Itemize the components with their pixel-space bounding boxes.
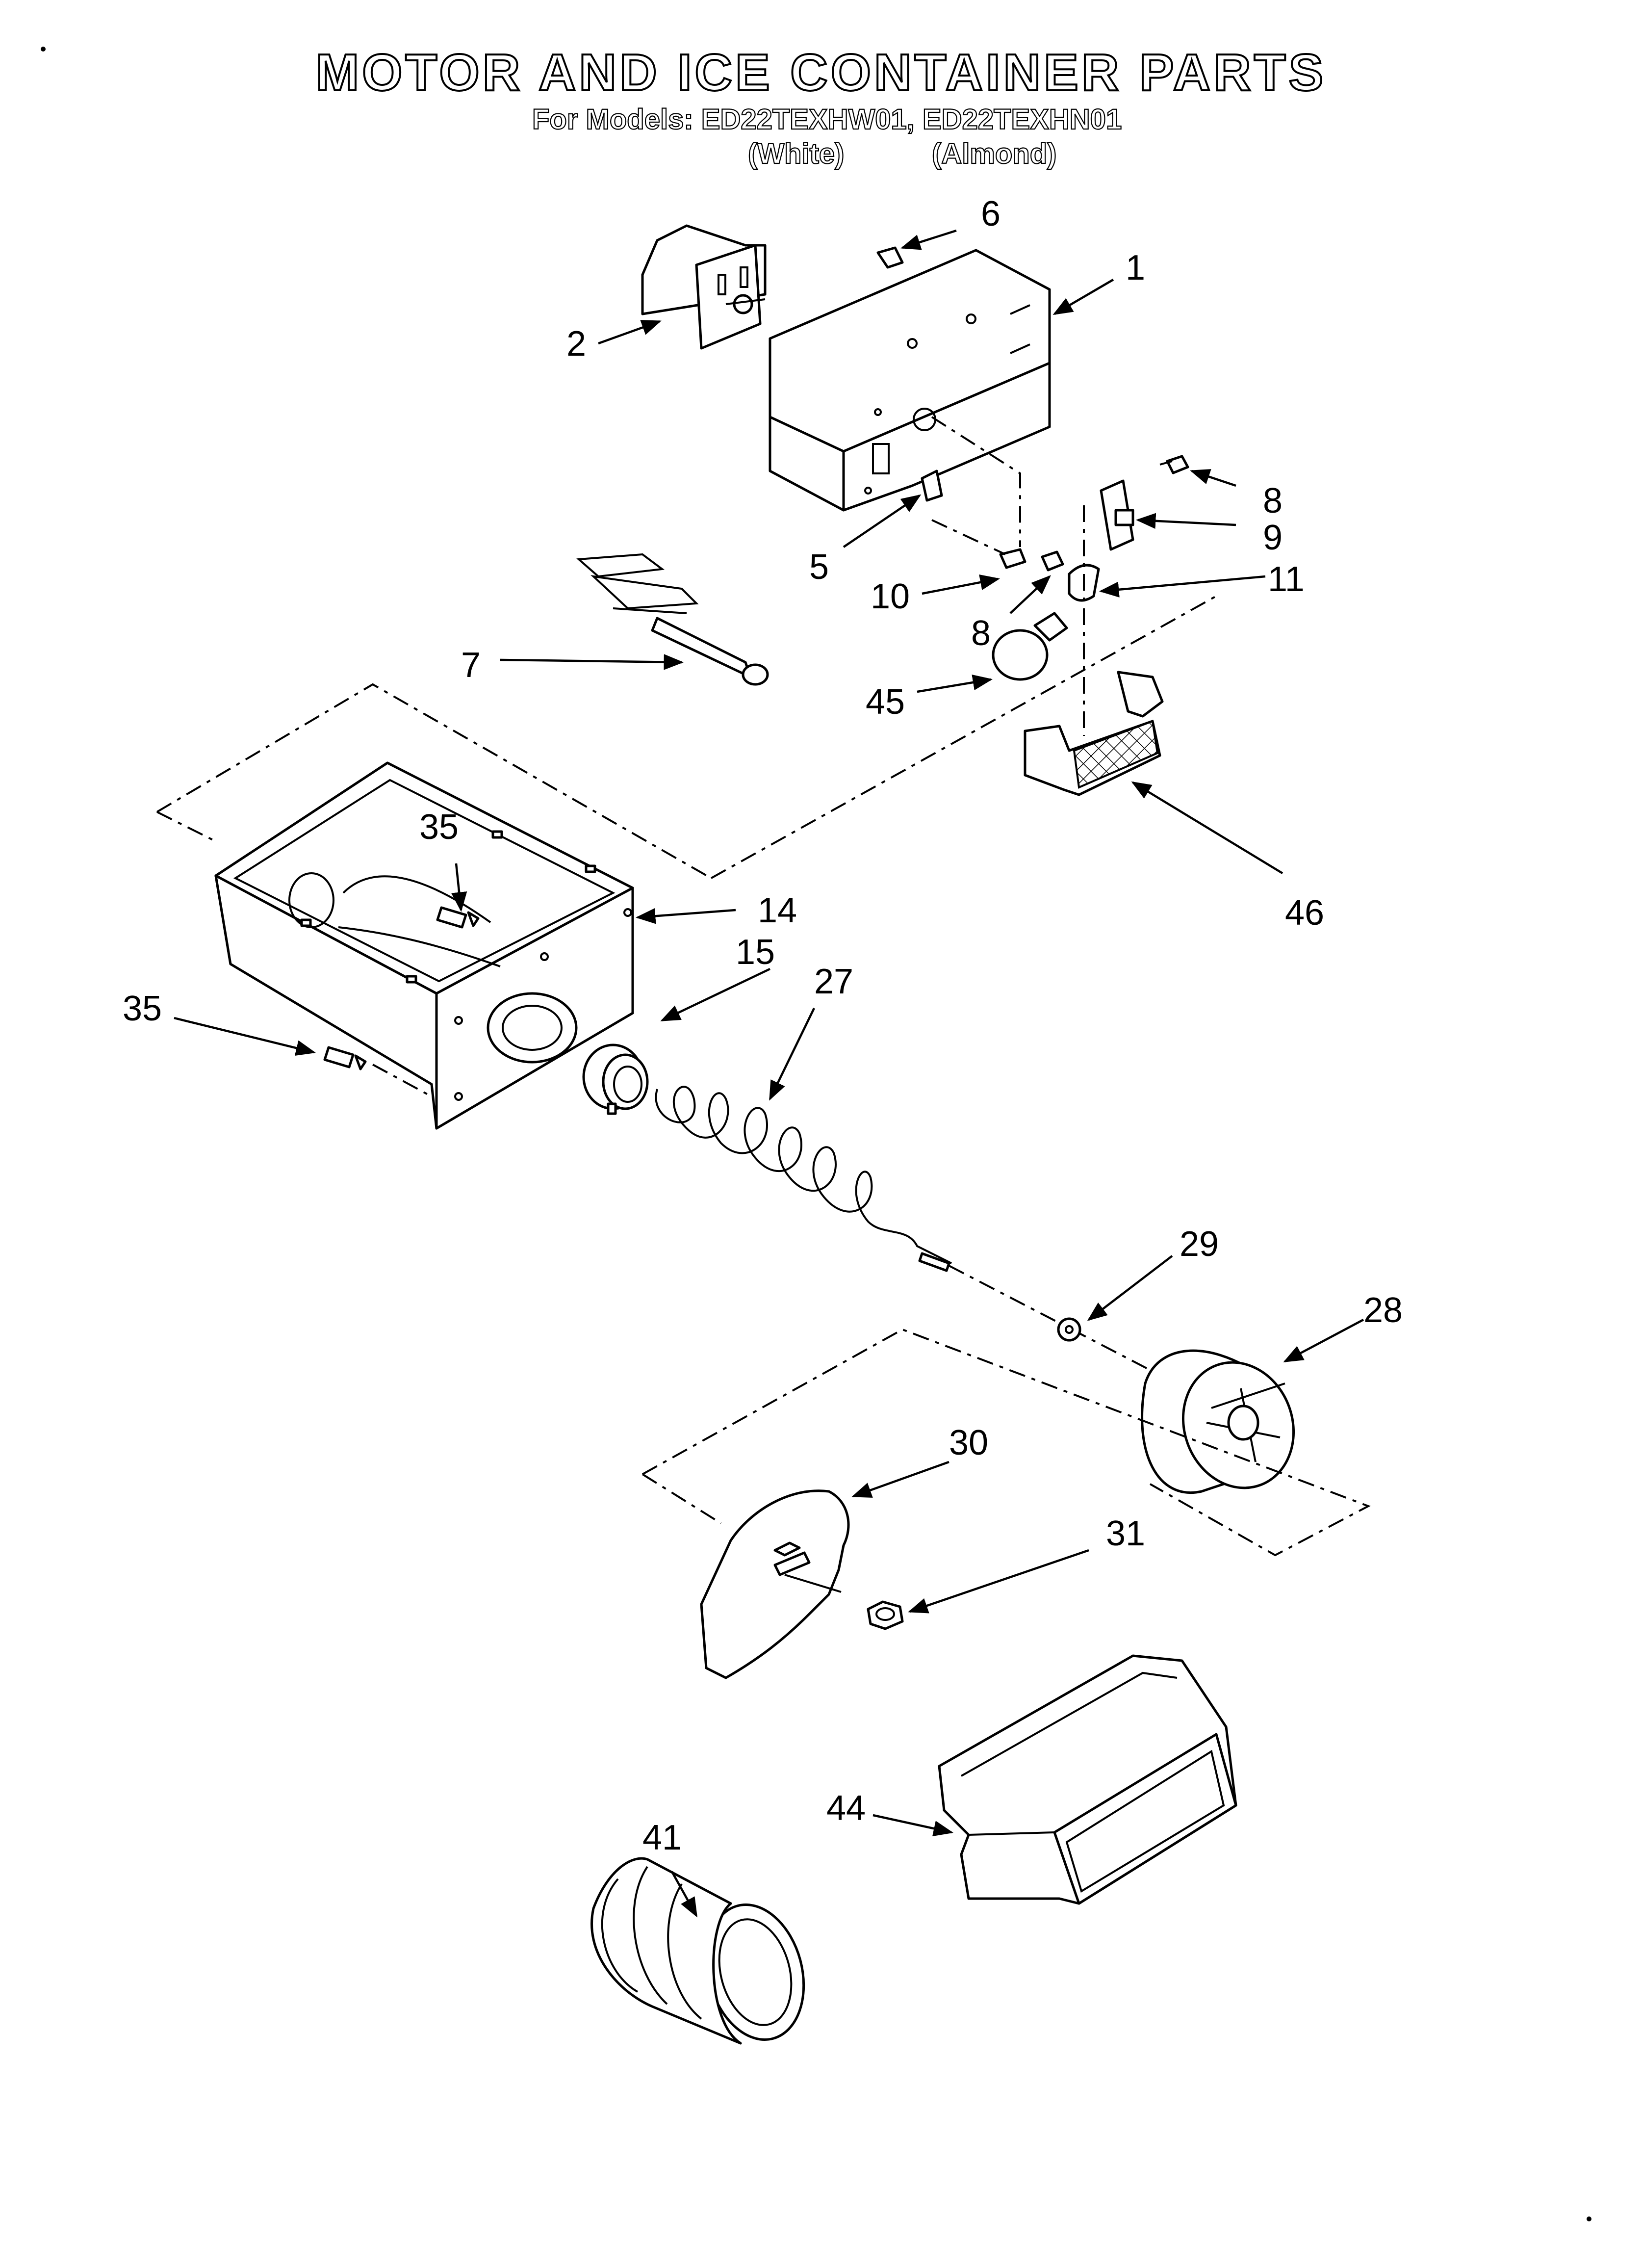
callout-30: 30 [949, 1423, 988, 1462]
washer-part-29 [1057, 1317, 1081, 1342]
guide-line-bulb [931, 519, 1006, 555]
callout-9: 9 [1263, 518, 1283, 557]
corner-mark-top-left [41, 47, 46, 52]
models-line: For Models: ED22TEXHW01, ED22TEXHN01 [532, 104, 1122, 135]
screw-part-10 [999, 548, 1026, 569]
screw-part-8-upper [1159, 455, 1189, 474]
boot-part-41 [590, 1857, 805, 2045]
clip-part-6 [876, 246, 904, 269]
callout-14: 14 [758, 891, 797, 930]
callout-5: 5 [809, 547, 829, 587]
callout-35-inner: 35 [419, 808, 459, 847]
screw-part-35-outer [323, 1046, 367, 1070]
guide-line-upper-rect [156, 683, 712, 879]
leader-lines [174, 229, 1364, 1918]
bracket-part-9 [1100, 479, 1134, 551]
callout-15: 15 [736, 933, 775, 972]
guide-line-screw-35 [372, 1064, 432, 1097]
callout-2: 2 [566, 324, 586, 364]
ice-bin-part-14 [214, 761, 634, 1130]
guide-line-diag [711, 595, 1217, 879]
callout-29: 29 [1180, 1225, 1219, 1264]
callout-7: 7 [461, 646, 481, 685]
callout-1: 1 [1126, 248, 1145, 287]
bulb-part-45 [992, 612, 1068, 681]
harness-part-7 [576, 553, 769, 686]
callout-44: 44 [826, 1789, 866, 1828]
callout-41: 41 [642, 1818, 682, 1857]
callout-8-upper: 8 [1263, 481, 1283, 521]
screw-part-35-inner [436, 906, 480, 929]
callout-11: 11 [1268, 560, 1305, 599]
guide-line-shaft [949, 1265, 1148, 1370]
screw-part-8-lower [1041, 550, 1064, 572]
callout-28: 28 [1363, 1291, 1403, 1330]
auger-part-27 [655, 1086, 952, 1272]
chute-cover-part-44 [938, 1654, 1237, 1905]
crusher-part-28 [1141, 1349, 1295, 1494]
callout-31: 31 [1106, 1514, 1145, 1553]
bushing-part-15 [582, 1043, 649, 1115]
block-part-5 [921, 469, 943, 502]
color-white-label: (White) [747, 138, 845, 170]
callout-8-lower: 8 [971, 614, 991, 653]
callout-35-outer: 35 [123, 989, 162, 1028]
callout-45: 45 [866, 682, 905, 722]
callout-46: 46 [1285, 893, 1324, 933]
housing-part-1 [769, 249, 1051, 512]
guide-line-lower-rect [641, 1328, 1371, 1557]
cover-part-46 [1024, 671, 1164, 796]
callout-10: 10 [871, 577, 910, 616]
page-title: MOTOR AND ICE CONTAINER PARTS [315, 44, 1327, 102]
color-almond-label: (Almond) [931, 138, 1057, 170]
plate-part-30 [700, 1489, 850, 1679]
guide-line-screw [931, 416, 1021, 547]
corner-mark-bottom-right [1587, 2216, 1591, 2221]
callout-6: 6 [981, 194, 1001, 234]
callout-27: 27 [814, 962, 853, 1001]
nut-part-31 [867, 1600, 904, 1630]
motor-part-2 [641, 224, 767, 350]
guide-line-upper-left [156, 811, 216, 842]
